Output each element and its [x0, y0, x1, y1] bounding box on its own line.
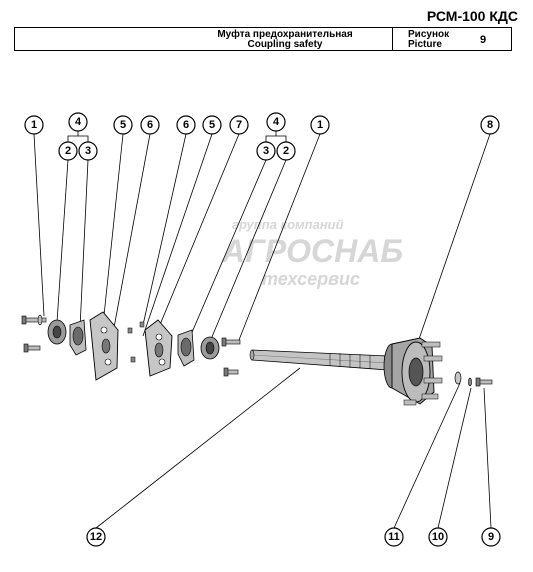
callout-8: 8	[480, 115, 500, 135]
parts	[21, 311, 493, 406]
svg-text:3: 3	[85, 145, 91, 157]
friction-plate-left	[89, 311, 119, 381]
svg-text:4: 4	[273, 116, 280, 128]
bolt	[475, 377, 493, 387]
svg-text:1: 1	[317, 119, 323, 131]
svg-text:5: 5	[209, 119, 215, 131]
callout-12: 12	[86, 527, 106, 547]
watermark-line3: техсервис	[262, 269, 360, 289]
clutch-hub-left	[47, 319, 87, 356]
callout-6-first: 6	[140, 115, 160, 135]
callout-10: 10	[428, 527, 448, 547]
sprocket-bolts	[403, 341, 443, 406]
callout-4-left: 4	[68, 112, 88, 132]
svg-text:6: 6	[147, 119, 153, 131]
callout-4-right: 4	[266, 112, 286, 132]
friction-plate-right	[144, 319, 173, 377]
picture-label-ru: Рисунок	[408, 29, 450, 40]
svg-text:11: 11	[388, 531, 400, 543]
clutch-hub-right	[177, 329, 220, 367]
washer	[454, 371, 462, 385]
callout-5-left: 5	[113, 115, 133, 135]
svg-text:2: 2	[283, 145, 289, 157]
callout-3-right: 3	[256, 141, 276, 161]
bolt	[23, 343, 41, 353]
callouts: 1 4 2 3 5 6 6 5 7 4 3 2 1 8 12 11 10 9	[24, 112, 501, 547]
svg-text:10: 10	[432, 531, 444, 543]
lock-ring	[468, 377, 472, 387]
title-ru: Муфта предохранительная	[217, 29, 353, 40]
title-box: Муфта предохранительная Coupling safety …	[14, 27, 512, 51]
callout-1-right: 1	[310, 115, 330, 135]
callout-9: 9	[481, 527, 501, 547]
svg-text:1: 1	[31, 119, 37, 131]
model-code: РСМ-100 КДС	[426, 8, 518, 24]
sprocket-assembly	[383, 337, 443, 406]
title-divider	[392, 28, 393, 50]
svg-text:2: 2	[65, 145, 71, 157]
watermark-line2: АГРОСНАБ	[221, 233, 403, 269]
leader-lines	[33, 131, 492, 529]
svg-text:8: 8	[487, 119, 493, 131]
picture-number: 9	[480, 34, 487, 46]
callout-7: 7	[229, 115, 249, 135]
callout-2-right: 2	[276, 141, 296, 161]
svg-text:7: 7	[236, 119, 242, 131]
svg-text:12: 12	[90, 531, 102, 543]
title-en: Coupling safety	[247, 39, 323, 50]
svg-text:6: 6	[183, 119, 189, 131]
callout-3-left: 3	[78, 141, 98, 161]
svg-text:3: 3	[263, 145, 269, 157]
watermark: группа компаний АГРОСНАБ техсервис	[221, 217, 403, 289]
watermark-line1: группа компаний	[232, 217, 344, 232]
bolt	[221, 337, 241, 347]
splined-shaft	[249, 349, 389, 371]
picture-label-en: Picture	[408, 39, 442, 50]
bolt	[21, 314, 47, 326]
callout-6-second: 6	[176, 115, 196, 135]
bolt	[223, 367, 239, 377]
callout-1-left: 1	[24, 115, 44, 135]
svg-text:5: 5	[120, 119, 126, 131]
callout-5-right: 5	[202, 115, 222, 135]
callout-2-left: 2	[58, 141, 78, 161]
callout-11: 11	[384, 527, 404, 547]
svg-text:9: 9	[488, 531, 494, 543]
svg-text:4: 4	[75, 116, 82, 128]
pins	[127, 321, 145, 363]
